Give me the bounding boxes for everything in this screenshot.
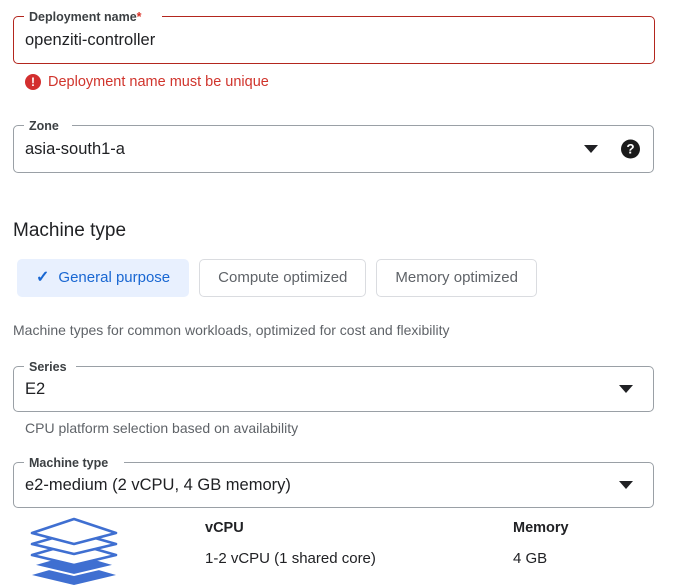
- chevron-down-icon[interactable]: [619, 385, 633, 393]
- deployment-name-label-text: Deployment name: [29, 10, 137, 24]
- chevron-down-icon[interactable]: [619, 481, 633, 489]
- deployment-name-error: ! Deployment name must be unique: [25, 73, 269, 91]
- machine-type-label: Machine type: [25, 455, 113, 471]
- series-helper-text: CPU platform selection based on availabi…: [25, 420, 299, 436]
- deployment-name-error-text: Deployment name must be unique: [48, 74, 269, 90]
- tab-memory-optimized[interactable]: Memory optimized: [376, 259, 537, 297]
- machine-family-helper-text: Machine types for common workloads, opti…: [13, 322, 450, 338]
- deployment-name-label: Deployment name*: [25, 9, 146, 25]
- series-field[interactable]: Series E2: [13, 359, 654, 412]
- chevron-down-icon[interactable]: [584, 145, 598, 153]
- required-asterisk: *: [136, 10, 142, 24]
- zone-value[interactable]: asia-south1-a: [25, 140, 125, 158]
- error-exclamation-icon: !: [25, 74, 41, 90]
- tab-general-purpose[interactable]: ✓ General purpose: [17, 259, 190, 297]
- tab-general-purpose-label: General purpose: [58, 269, 171, 286]
- check-icon: ✓: [36, 269, 50, 286]
- spec-header-vcpu: vCPU: [205, 520, 244, 536]
- machine-type-section-title: Machine type: [13, 220, 127, 241]
- spec-header-memory: Memory: [513, 520, 569, 536]
- deployment-name-field[interactable]: Deployment name* openziti-controller: [13, 9, 655, 64]
- help-question-icon[interactable]: ?: [621, 139, 640, 159]
- tab-compute-optimized[interactable]: Compute optimized: [199, 259, 367, 297]
- machine-type-field[interactable]: Machine type e2-medium (2 vCPU, 4 GB mem…: [13, 455, 654, 508]
- machine-family-tabs: ✓ General purpose Compute optimized Memo…: [17, 259, 537, 297]
- series-value[interactable]: E2: [25, 380, 46, 398]
- zone-label: Zone: [25, 118, 63, 134]
- deployment-name-input[interactable]: openziti-controller: [25, 31, 156, 49]
- machine-type-value[interactable]: e2-medium (2 vCPU, 4 GB memory): [25, 476, 291, 494]
- series-label: Series: [25, 359, 71, 375]
- spec-value-vcpu: 1-2 vCPU (1 shared core): [205, 550, 376, 567]
- tab-compute-optimized-label: Compute optimized: [218, 269, 348, 286]
- spec-value-memory: 4 GB: [513, 550, 548, 567]
- zone-field[interactable]: Zone asia-south1-a ?: [13, 118, 654, 173]
- machine-stack-icon: [28, 517, 120, 585]
- tab-memory-optimized-label: Memory optimized: [395, 269, 518, 286]
